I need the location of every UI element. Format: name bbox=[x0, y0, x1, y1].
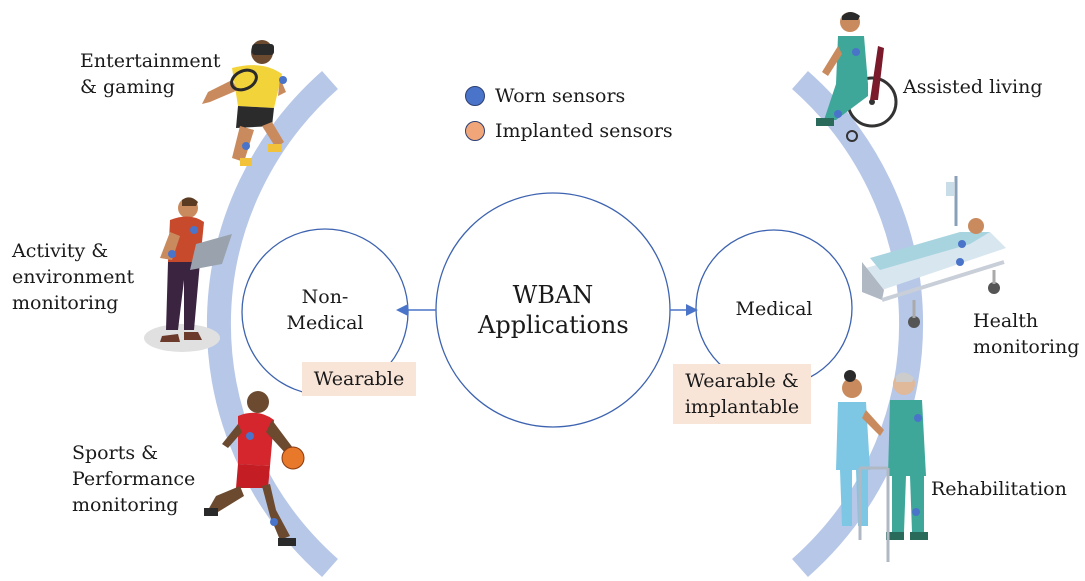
legend-implanted: Implanted sensors bbox=[465, 120, 673, 142]
app-label-line: Rehabilitation bbox=[931, 478, 1067, 500]
app-label-line: monitoring bbox=[973, 336, 1080, 358]
wearable-tag-text: Wearable bbox=[313, 368, 405, 390]
worn-sensor-dot-icon bbox=[465, 86, 485, 106]
medical-line1: Medical bbox=[735, 298, 813, 320]
nurse-and-patient-icon bbox=[836, 370, 928, 562]
non-medical-line2: Medical bbox=[286, 312, 364, 334]
tag-line2: implantable bbox=[684, 396, 800, 418]
basketball-player-icon bbox=[204, 391, 305, 546]
app-label-line: Entertainment bbox=[80, 50, 221, 72]
center-title-line1: WBAN bbox=[512, 281, 594, 309]
app-label-line: Sports & bbox=[72, 442, 159, 464]
hospital-bed-patient-icon bbox=[862, 176, 1006, 328]
app-label-line: Health bbox=[973, 310, 1039, 332]
app-label-line: Activity & bbox=[12, 240, 109, 262]
app-label-line: Assisted living bbox=[903, 76, 1043, 98]
wearable-tag: Wearable bbox=[302, 362, 416, 396]
medical-label: Medical bbox=[719, 296, 829, 322]
legend-worn: Worn sensors bbox=[465, 85, 625, 107]
app-assisted-living: Assisted living bbox=[903, 74, 1043, 100]
app-label-line: & gaming bbox=[80, 76, 175, 98]
wearable-implantable-tag: Wearable & implantable bbox=[673, 364, 811, 424]
non-medical-label: Non- Medical bbox=[270, 284, 380, 336]
non-medical-line1: Non- bbox=[301, 286, 349, 308]
app-label-line: monitoring bbox=[12, 292, 119, 314]
app-label-line: environment bbox=[12, 266, 135, 288]
center-title-line2: Applications bbox=[478, 311, 629, 339]
legend-worn-label: Worn sensors bbox=[495, 85, 626, 107]
app-sports-performance-monitoring: Sports & Performance monitoring bbox=[72, 440, 195, 518]
arrowhead-left bbox=[396, 304, 408, 316]
app-label-line: Performance bbox=[72, 468, 196, 490]
app-health-monitoring: Health monitoring bbox=[973, 308, 1079, 360]
legend-implanted-label: Implanted sensors bbox=[495, 120, 673, 142]
arrowhead-right bbox=[686, 304, 698, 316]
tag-line1: Wearable & bbox=[685, 370, 799, 392]
app-label-line: monitoring bbox=[72, 494, 179, 516]
man-with-laptop-icon bbox=[144, 197, 232, 352]
app-activity-environment-monitoring: Activity & environment monitoring bbox=[12, 238, 134, 316]
implanted-sensor-dot-icon bbox=[465, 121, 485, 141]
center-title: WBAN Applications bbox=[478, 280, 629, 340]
app-entertainment-gaming: Entertainment & gaming bbox=[80, 48, 220, 100]
vr-tennis-player-icon bbox=[202, 40, 287, 166]
wheelchair-patient-icon bbox=[816, 12, 898, 142]
app-rehabilitation: Rehabilitation bbox=[931, 476, 1067, 502]
